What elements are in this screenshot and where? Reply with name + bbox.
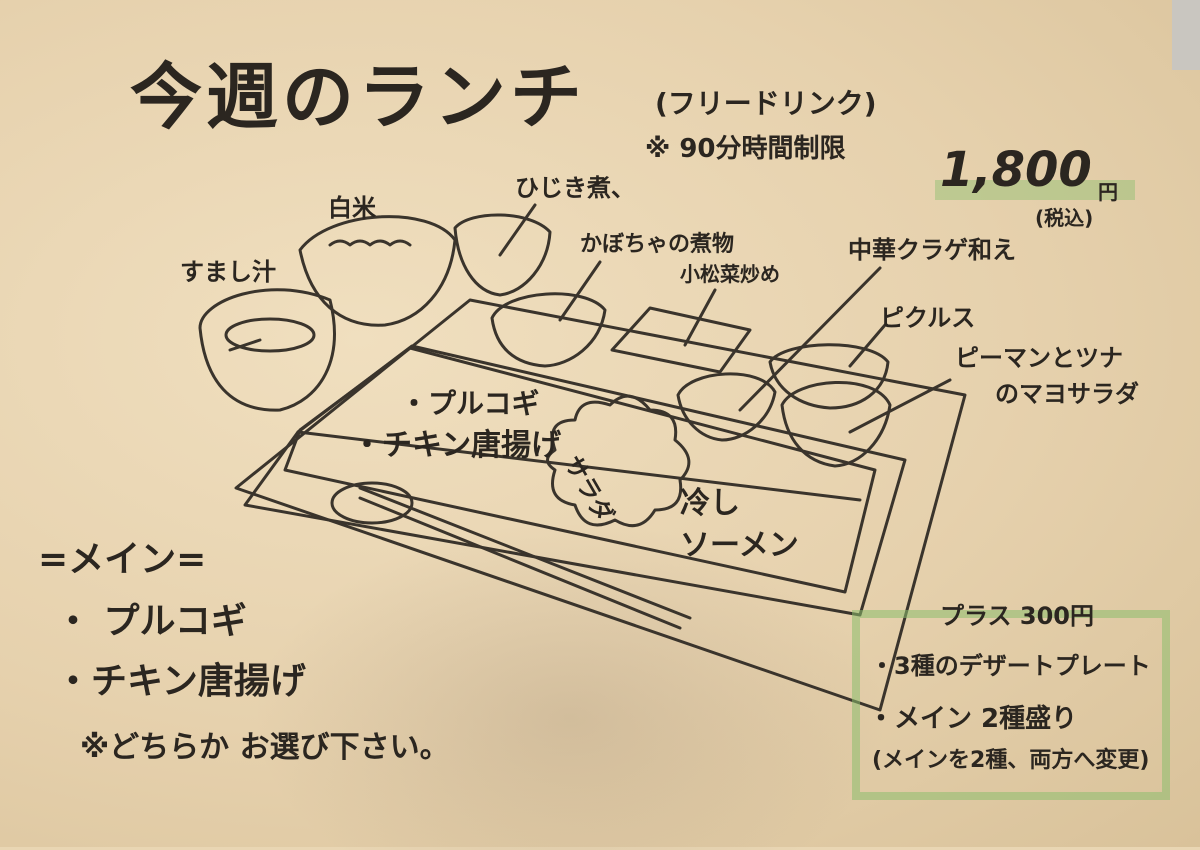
kabocha-bowl: [490, 292, 607, 368]
salad-cloud: [546, 394, 691, 528]
time-limit-label: ※ 90分時間制限: [645, 134, 846, 164]
label-rice: 白米: [328, 194, 376, 222]
main-note: ※どちらか お選び下さい。: [80, 730, 450, 765]
price-unit: 円: [1098, 180, 1118, 204]
salad-bowl: [780, 380, 892, 468]
main-heading: =メイン=: [38, 539, 207, 580]
free-drink-label: (フリードリンク): [655, 87, 877, 120]
label-pickles: ピクルス: [880, 304, 976, 332]
plus-option-box: [852, 610, 1170, 800]
price-highlight-area: [935, 150, 1135, 210]
main-item-bulgogi: ・ プルコギ: [55, 601, 247, 642]
price-tax: (税込): [1035, 206, 1094, 230]
plus-heading: プラス 300円: [940, 602, 1094, 630]
label-salad-2: のマヨサラダ: [995, 380, 1139, 408]
plus-item-note: (メインを2種、両方へ変更): [872, 748, 1150, 773]
label-kabocha: かぼちゃの煮物: [580, 232, 735, 257]
label-salad-1: ピーマンとツナ: [955, 344, 1123, 372]
chopstick-rest: [330, 481, 414, 525]
label-soup: すまし汁: [180, 258, 276, 286]
chuka-bowl: [676, 372, 777, 442]
label-hijiki: ひじき煮、: [515, 174, 635, 202]
square-dish: [610, 306, 752, 374]
shadow: [250, 520, 890, 850]
soup-bowl: [198, 288, 336, 412]
background-edge: [1172, 0, 1200, 70]
plate-somen-1: 冷し: [680, 486, 740, 521]
main-item-chicken: ・チキン唐揚げ: [55, 661, 306, 702]
page-title: 今週のランチ: [130, 55, 587, 139]
plus-item-main-double: ・メイン 2種盛り: [868, 704, 1078, 734]
main-plate: [283, 346, 877, 594]
plate-chicken: ・チキン唐揚げ: [352, 428, 562, 463]
plate-bulgogi: ・プルコギ: [400, 387, 540, 420]
chopsticks: [358, 486, 692, 630]
price-amount: 1,800: [940, 142, 1092, 198]
label-komatsuna: 小松菜炒め: [680, 262, 780, 286]
plus-item-dessert: ・3種のデザートプレート: [870, 652, 1151, 680]
plate-somen-2: ソーメン: [680, 528, 799, 563]
price-highlight: [935, 180, 1135, 200]
rice-bowl: [298, 215, 457, 327]
label-chuka: 中華クラゲ和え: [848, 236, 1016, 264]
hijiki-bowl: [453, 213, 552, 297]
